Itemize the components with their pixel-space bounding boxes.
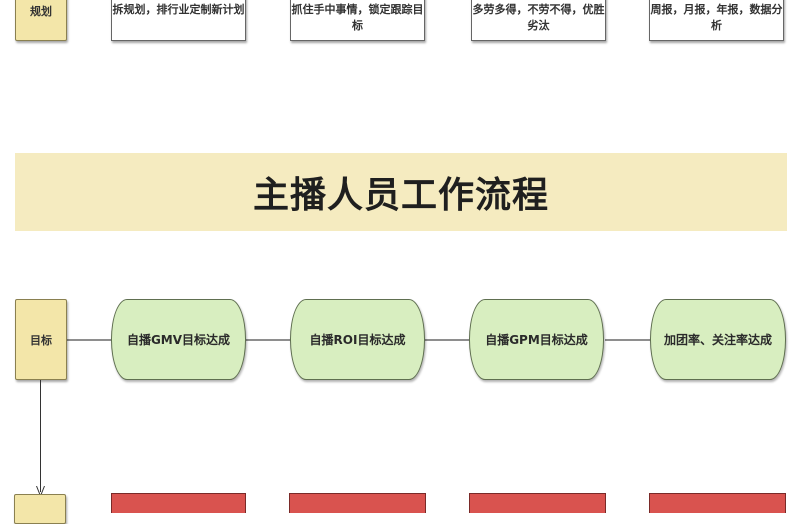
plan-step-2: 抓住手中事情，锁定跟踪目标 <box>290 0 425 41</box>
goal-label: 目标 <box>30 333 52 347</box>
plan-step-1: 拆规划，排行业定制新计划 <box>111 0 246 41</box>
down-arrow-line <box>40 380 41 492</box>
plan-step-1-text: 拆规划，排行业定制新计划 <box>112 3 245 16</box>
goal-roi: 自播ROI目标达成 <box>290 299 425 380</box>
goal-gpm: 自播GPM目标达成 <box>469 299 604 380</box>
goal-gmv-text: 自播GMV目标达成 <box>126 333 231 347</box>
connector-line <box>605 339 651 341</box>
goal-follow-rate-text: 加团率、关注率达成 <box>663 333 772 347</box>
connector-line <box>425 339 471 341</box>
down-arrow-icon <box>36 482 45 498</box>
goal-label-box: 目标 <box>15 299 67 380</box>
plan-step-3-text: 多劳多得，不劳不得，优胜劣汰 <box>472 3 605 32</box>
goal-gpm-text: 自播GPM目标达成 <box>485 333 588 347</box>
connector-line <box>67 339 112 341</box>
next-step-4 <box>649 493 786 513</box>
plan-step-3: 多劳多得，不劳不得，优胜劣汰 <box>471 0 606 41</box>
plan-label-box: 规划 <box>15 0 67 41</box>
plan-label: 规划 <box>30 5 52 18</box>
section-title: 主播人员工作流程 <box>252 175 549 216</box>
plan-step-4: 周报，月报，年报，数据分析 <box>649 0 784 41</box>
plan-step-4-text: 周报，月报，年报，数据分析 <box>650 3 783 32</box>
section-banner: 主播人员工作流程 <box>15 153 787 231</box>
next-step-1 <box>111 493 246 513</box>
next-label-box <box>14 494 66 524</box>
connector-line <box>246 339 291 341</box>
next-step-3 <box>469 493 606 513</box>
next-step-2 <box>289 493 426 513</box>
goal-roi-text: 自播ROI目标达成 <box>309 333 406 347</box>
goal-gmv: 自播GMV目标达成 <box>111 299 246 380</box>
goal-follow-rate: 加团率、关注率达成 <box>650 299 786 380</box>
plan-step-2-text: 抓住手中事情，锁定跟踪目标 <box>291 3 424 32</box>
